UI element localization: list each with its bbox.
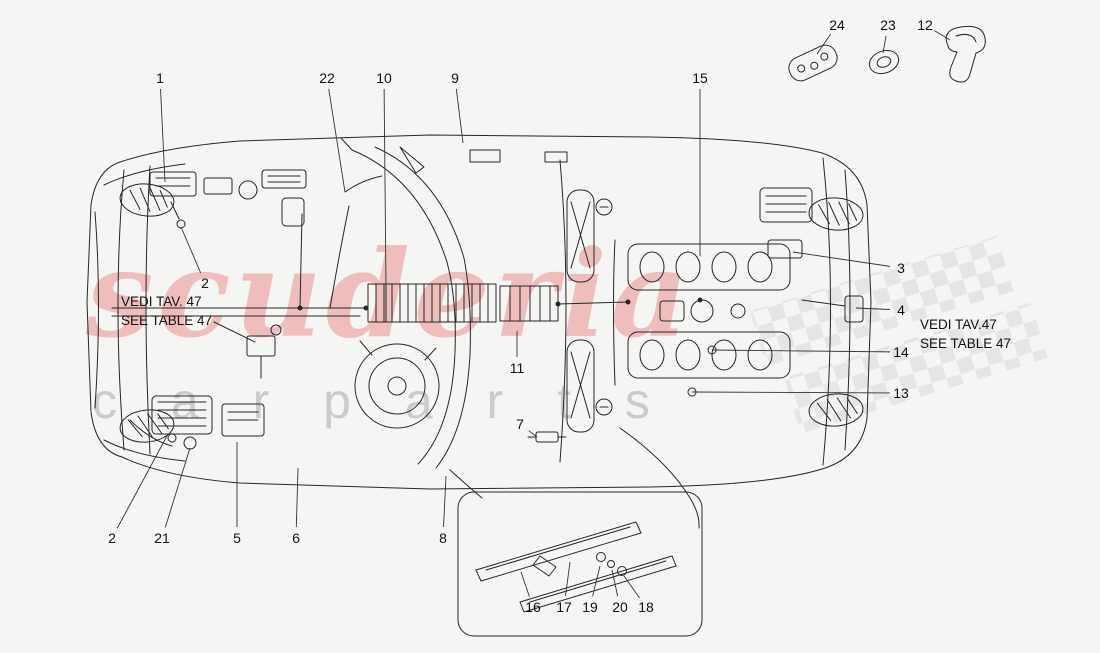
cockpit [340, 137, 613, 469]
callout-label: 18 [638, 599, 654, 615]
battery-area [129, 395, 265, 450]
callout-label: 2 [108, 530, 116, 546]
leader-line [934, 30, 951, 41]
callout-label: 21 [154, 530, 170, 546]
leader-line [455, 88, 464, 144]
callout-label: 6 [292, 530, 300, 546]
leader-line [383, 88, 387, 287]
callout-label: 16 [525, 599, 541, 615]
wiring-harness [111, 175, 703, 529]
sill-inset [457, 491, 703, 637]
callout-label: 5 [233, 530, 241, 546]
leader-line [565, 561, 571, 597]
leader-line [164, 447, 191, 528]
checkered-flag-watermark [749, 235, 1048, 434]
engine [613, 187, 864, 397]
callout-label: 9 [451, 70, 459, 86]
leader-line [611, 569, 619, 597]
leader-line [592, 565, 601, 597]
note-right-line2: SEE TABLE 47 [920, 335, 1012, 351]
leader-line [882, 35, 887, 54]
callout-label: 17 [556, 599, 572, 615]
leader-line [528, 430, 538, 438]
callout-label: 13 [893, 385, 909, 401]
leader-line [711, 349, 891, 353]
leader-line [792, 251, 891, 267]
callout-label: 22 [319, 70, 335, 86]
callout-label: 23 [880, 17, 896, 33]
callout-label: 11 [509, 360, 525, 376]
watermark-subtitle: c a r p a r t s [92, 373, 670, 429]
callout-label: 7 [516, 416, 524, 432]
callout-label: 4 [897, 302, 905, 318]
leader-line [623, 575, 641, 599]
note-left-line1: VEDI TAV. 47 [121, 294, 202, 309]
callout-label: 20 [612, 599, 628, 615]
note-right: VEDI TAV.47 SEE TABLE 47 [920, 316, 1011, 354]
leader-line [691, 391, 891, 394]
callout-label: 3 [897, 260, 905, 276]
callout-label: 1 [156, 70, 164, 86]
callout-label: 8 [439, 530, 447, 546]
callout-label: 14 [893, 344, 909, 360]
leader-line [328, 88, 346, 193]
callout-label: 12 [917, 17, 933, 33]
callout-label: 24 [829, 17, 845, 33]
wheels [117, 180, 865, 446]
left-note-leader [213, 321, 256, 343]
dash-harness [367, 283, 567, 443]
leader-line [116, 433, 169, 529]
note-left-line2: SEE TABLE 47 [121, 312, 213, 328]
leader-line [295, 467, 299, 528]
leader-line [855, 307, 891, 310]
callout-label: 2 [201, 275, 209, 291]
leader-line [160, 88, 166, 183]
callout-label: 10 [376, 70, 392, 86]
callout-leader-lines [116, 30, 951, 599]
leader-line [180, 226, 202, 274]
callout-label: 19 [582, 599, 598, 615]
leader-line [443, 475, 447, 528]
note-right-line1: VEDI TAV.47 [920, 317, 997, 332]
front-electrics [149, 169, 307, 379]
callout-label: 15 [692, 70, 708, 86]
leader-line [520, 571, 530, 597]
leader-line [816, 33, 832, 55]
note-left: VEDI TAV. 47 SEE TABLE 47 [121, 293, 212, 331]
loose-parts [788, 25, 986, 83]
